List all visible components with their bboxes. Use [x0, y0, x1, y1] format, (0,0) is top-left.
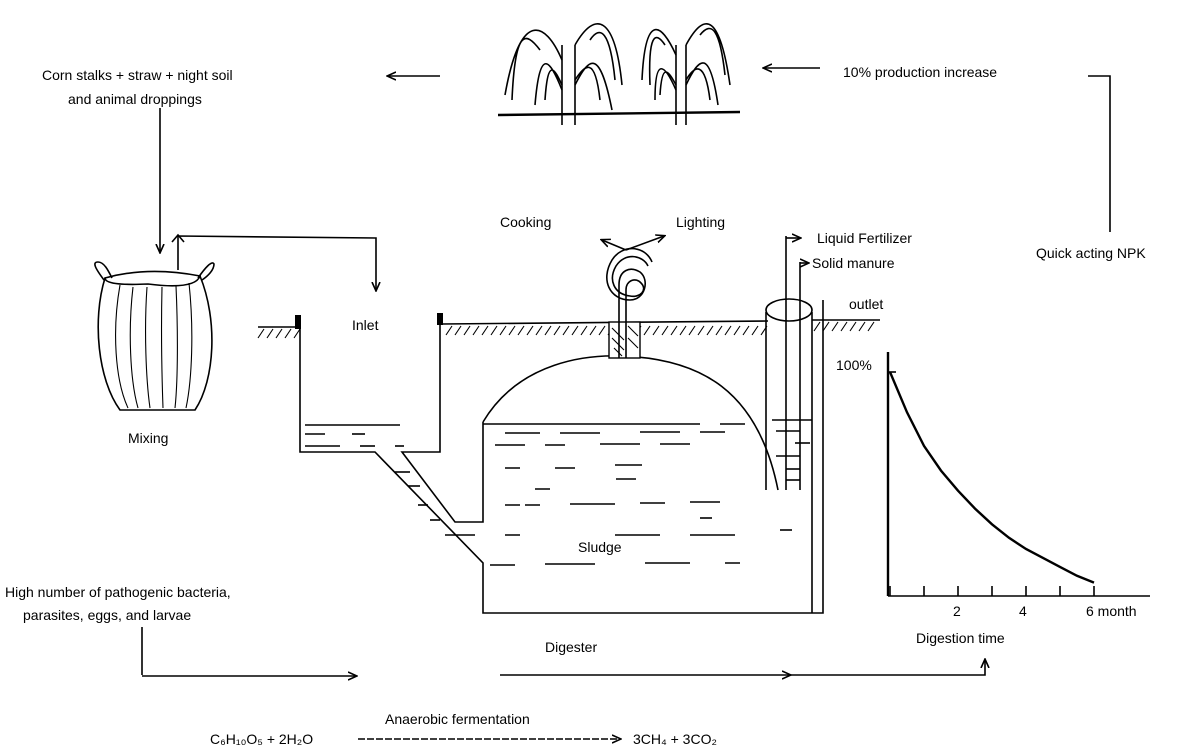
- ground-hatch: [293, 328, 301, 339]
- ground-hatch: [571, 325, 579, 336]
- ground-hatch: [724, 325, 732, 336]
- ground-hatch: [562, 325, 570, 336]
- corn-plants-illustration: [497, 23, 741, 125]
- equation-reactants: C₆H₁₀O₅ + 2H₂O: [210, 731, 313, 747]
- inlet-label: Inlet: [352, 317, 379, 333]
- ground-hatch: [275, 328, 283, 339]
- ground-hatch: [481, 325, 489, 336]
- ground-hatch: [733, 325, 741, 336]
- ground-hatch: [472, 325, 480, 336]
- ground-hatch: [670, 325, 678, 336]
- ground-hatch: [508, 325, 516, 336]
- arrow-mixing-to-inlet: [177, 235, 376, 290]
- ground-hatch: [706, 325, 714, 336]
- ground-surface: [257, 319, 880, 339]
- ground-hatch: [257, 328, 265, 339]
- liquid-fertilizer-label: Liquid Fertilizer: [817, 230, 912, 246]
- ground-hatch: [840, 321, 848, 332]
- ground-hatch: [266, 328, 274, 339]
- ground-hatch: [751, 325, 759, 336]
- ground-hatch: [490, 325, 498, 336]
- arrow-to-lighting: [625, 236, 664, 251]
- feedstock-label-line2: and animal droppings: [68, 91, 202, 107]
- equation-process-label: Anaerobic fermentation: [385, 711, 530, 727]
- ground-hatch: [849, 321, 857, 332]
- chart-y-top-label: 100%: [836, 357, 872, 373]
- inlet-chamber: [295, 300, 824, 614]
- ground-hatch: [858, 321, 866, 332]
- ground-hatch: [688, 325, 696, 336]
- ground-hatch: [454, 325, 462, 336]
- mixing-basket-icon: [94, 261, 215, 411]
- ground-hatch: [661, 325, 669, 336]
- cooking-label: Cooking: [500, 214, 551, 230]
- feedstock-label-line1: Corn stalks + straw + night soil: [42, 67, 233, 83]
- ground-hatch: [517, 325, 525, 336]
- mixing-label: Mixing: [128, 430, 168, 446]
- pathogen-label-line1: High number of pathogenic bacteria,: [5, 584, 231, 600]
- ground-hatch: [831, 321, 839, 332]
- ground-hatch: [867, 321, 875, 332]
- ground-hatch: [715, 325, 723, 336]
- chart-x-tick-label: 6 month: [1086, 603, 1137, 619]
- chart-x-tick-label: 2: [953, 603, 961, 619]
- ground-hatch: [445, 325, 453, 336]
- sludge-label: Sludge: [578, 539, 622, 555]
- chart-x-tick-label: 4: [1019, 603, 1027, 619]
- ground-hatch: [544, 325, 552, 336]
- ground-hatch: [643, 325, 651, 336]
- ground-hatch: [499, 325, 507, 336]
- pathogen-label-line2: parasites, eggs, and larvae: [23, 607, 191, 623]
- equation-products: 3CH₄ + 3CO₂: [633, 731, 717, 747]
- ground-hatch: [284, 328, 292, 339]
- ground-hatch: [535, 325, 543, 336]
- ground-hatch: [679, 325, 687, 336]
- arrow-up-head: [171, 233, 185, 243]
- ground-hatch: [463, 325, 471, 336]
- ground-hatch: [742, 325, 750, 336]
- digester-label: Digester: [545, 639, 597, 655]
- digester-tank: [445, 355, 792, 566]
- arrow-to-cooking: [602, 240, 627, 251]
- digestion-time-chart: 100% 2 4 6 month Digestion time: [836, 352, 1150, 646]
- corn-plant-icon: [641, 23, 731, 125]
- quick-npk-label: Quick acting NPK: [1036, 245, 1146, 261]
- pathogen-flow-arrow-3: [790, 660, 985, 676]
- solid-manure-label: Solid manure: [812, 255, 895, 271]
- chart-x-axis-label: Digestion time: [916, 630, 1005, 646]
- ground-hatch: [822, 321, 830, 332]
- ground-line-crops: [497, 110, 741, 117]
- ground-hatch: [526, 325, 534, 336]
- gas-outlet-pipe: [602, 236, 664, 359]
- corn-plant-icon: [504, 23, 623, 125]
- production-increase-label: 10% production increase: [843, 64, 997, 80]
- outlet-pipe: [765, 236, 813, 613]
- ground-hatch: [697, 325, 705, 336]
- outlet-label: outlet: [849, 296, 883, 312]
- chart-series-line: [888, 371, 1095, 584]
- npk-feedback-line: [1088, 75, 1111, 232]
- ground-hatch: [598, 325, 606, 336]
- ground-hatch: [652, 325, 660, 336]
- lighting-label: Lighting: [676, 214, 725, 230]
- ground-hatch: [813, 321, 821, 332]
- ground-hatch: [589, 325, 597, 336]
- ground-hatch: [553, 325, 561, 336]
- ground-hatch: [580, 325, 588, 336]
